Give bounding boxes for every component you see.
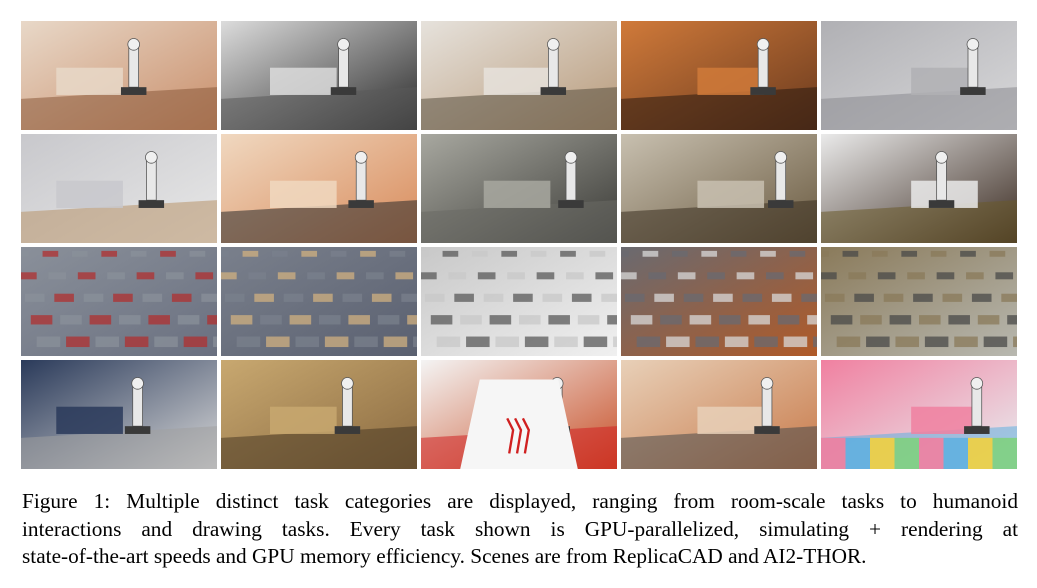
panel-r3c3-parallel-kitchen-counters xyxy=(421,247,617,356)
panel-r1c3-kitchen-counter-robot xyxy=(421,21,617,130)
panel-r3c4-parallel-wood-tables-arms xyxy=(621,247,817,356)
panel-r4c3-drawing-arm-red-lines xyxy=(421,360,617,469)
panel-r2c1-bathroom-robot xyxy=(21,134,217,243)
caption-line-2: interactions and drawing tasks. Every ta… xyxy=(22,516,1018,541)
panel-r4c4-bedroom-arm-basket xyxy=(621,360,817,469)
caption-line-3: state-of-the-art speeds and GPU memory e… xyxy=(22,544,867,569)
panel-r4c5-dual-arm-colored-mat xyxy=(821,360,1017,469)
caption-line-1: Figure 1: Multiple distinct task categor… xyxy=(22,489,1018,513)
panel-r4c1-kitchen-towel-folding xyxy=(21,360,217,469)
panel-r2c2-bedroom-humanoid xyxy=(221,134,417,243)
panel-r3c5-parallel-apartment-rooms xyxy=(821,247,1017,356)
panel-r1c2-dark-kitchen-fetch-robot xyxy=(221,21,417,130)
panel-r4c2-wood-kitchen-overview xyxy=(221,360,417,469)
panel-r2c3-grey-kitchen-arm xyxy=(421,134,617,243)
figure-image-grid xyxy=(21,21,1017,469)
panel-r2c4-living-room-rug-robot xyxy=(621,134,817,243)
panel-r3c1-parallel-mobile-robots-grid xyxy=(21,247,217,356)
panel-r1c5-apartment-wide-view xyxy=(821,21,1017,130)
panel-r1c4-living-room-quadruped xyxy=(621,21,817,130)
panel-r3c2-parallel-fetch-boxes xyxy=(221,247,417,356)
panel-r2c5-bedroom-dual-arm xyxy=(821,134,1017,243)
figure-caption: Figure 1: Multiple distinct task categor… xyxy=(22,488,1018,571)
panel-r1c1-kitchen-robot-overhead xyxy=(21,21,217,130)
